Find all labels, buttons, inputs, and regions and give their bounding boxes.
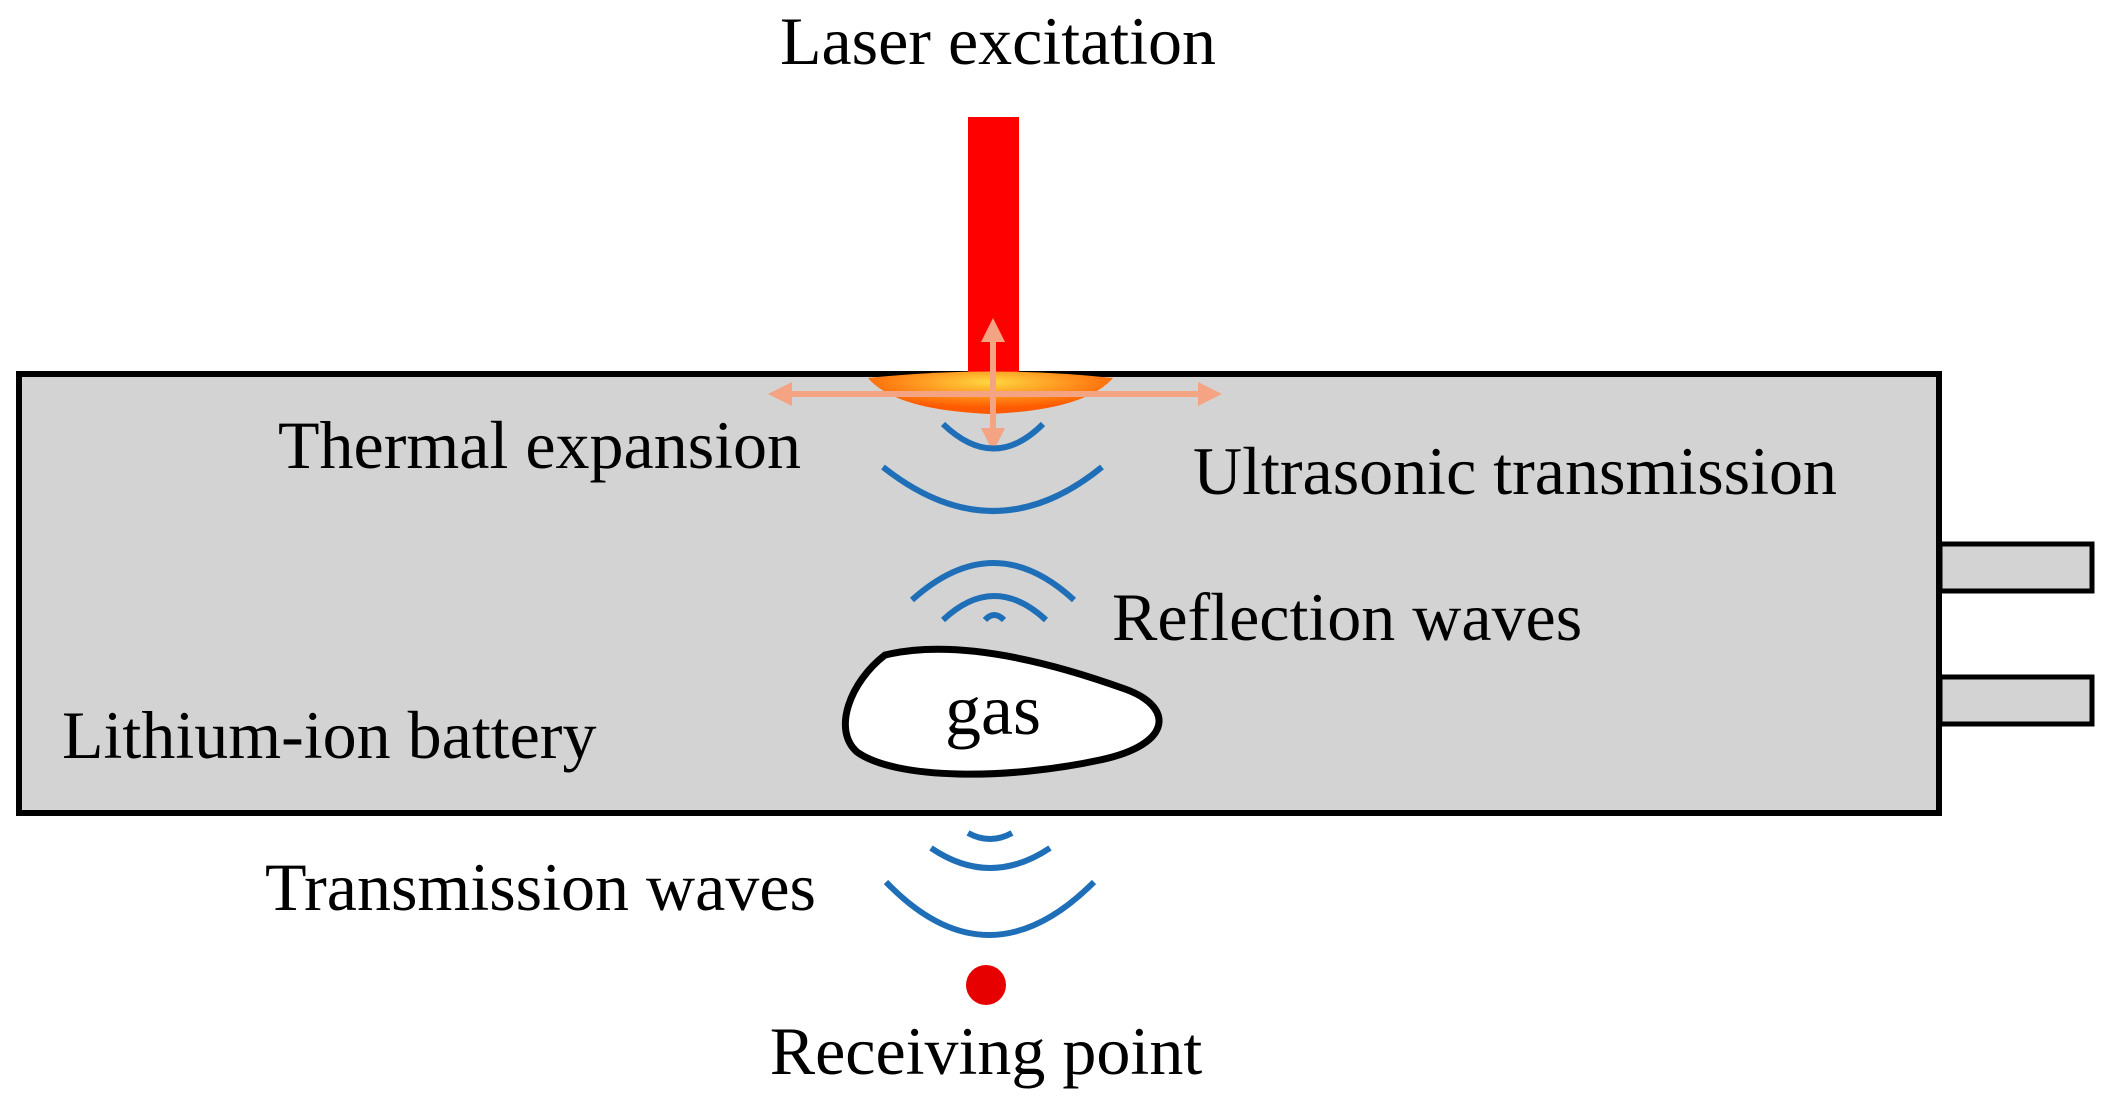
label-receiving-point: Receiving point	[770, 1013, 1203, 1089]
label-thermal-expansion: Thermal expansion	[278, 407, 801, 483]
ultrasonic-waves-icon	[881, 421, 1104, 514]
label-ultrasonic-transmission: Ultrasonic transmission	[1193, 433, 1837, 509]
gas-bubble	[841, 645, 1163, 778]
label-reflection-waves: Reflection waves	[1112, 579, 1582, 655]
label-gas: gas	[945, 670, 1041, 750]
thermal-expansion-arrows	[768, 318, 1222, 452]
battery-tab-lower	[1937, 674, 2095, 727]
reflection-waves-icon	[909, 560, 1077, 623]
transmission-waves-icon	[883, 830, 1097, 938]
battery-tab-upper	[1937, 541, 2095, 594]
label-transmission-waves: Transmission waves	[265, 849, 816, 925]
label-lithium-ion-battery: Lithium-ion battery	[62, 697, 596, 773]
label-laser-excitation: Laser excitation	[780, 3, 1216, 79]
receiving-point-icon	[966, 965, 1006, 1005]
